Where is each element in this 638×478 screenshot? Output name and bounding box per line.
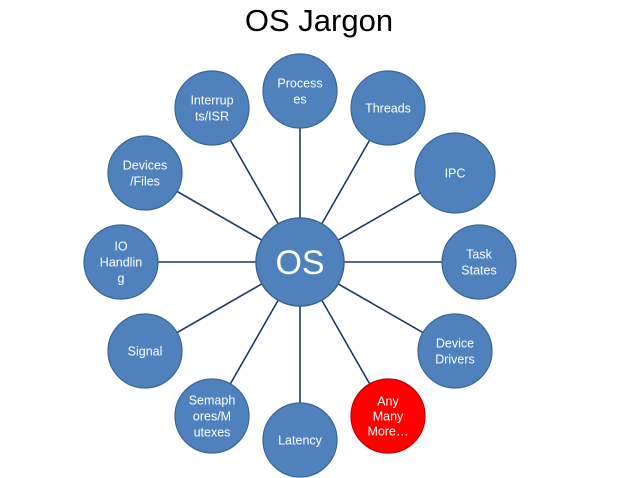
node-interrupts-isr-circle [174, 70, 250, 146]
node-interrupts-isr: Interrup ts/ISR [174, 70, 250, 146]
node-ipc-circle [414, 132, 496, 214]
node-any-many-more-label-line-1: Any [377, 395, 399, 409]
node-io-handling: IO Handlin g [83, 224, 159, 300]
node-ipc-label-line-1: IPC [445, 167, 466, 181]
node-semaphores-label-line-3: utexes [194, 426, 231, 440]
node-any-many-more: AnyManyMore… [350, 378, 426, 454]
node-processes-label-line-2: es [293, 93, 306, 107]
node-task-states-circle [441, 224, 517, 300]
node-any-many-more-label-line-2: Many [373, 410, 404, 424]
node-devices-files-circle [107, 135, 183, 211]
node-signal-circle [107, 313, 183, 389]
node-task-states-label-line-1: Task [466, 248, 492, 262]
node-interrupts-isr-label-line-1: Interrup [190, 94, 233, 108]
node-processes: Process es [262, 53, 338, 129]
node-task-states-label-line-2: States [461, 264, 496, 278]
hub-os-circle [255, 217, 345, 307]
node-io-handling-label-line-1: IO [114, 240, 127, 254]
node-semaphores: Semaph ores/M utexes [174, 378, 250, 454]
node-latency: Latency [262, 402, 338, 478]
node-semaphores-circle [174, 378, 250, 454]
node-io-handling-label-line-3: g [118, 272, 125, 286]
node-devices-files-label-line-1: Devices [123, 159, 167, 173]
node-io-handling-label-line-2: Handlin [100, 256, 142, 270]
node-signal: Signal [107, 313, 183, 389]
node-interrupts-isr-label-line-2: ts/ISR [195, 110, 229, 124]
hub-os-label-line-1: OS [275, 244, 324, 282]
node-signal-label-line-1: Signal [128, 345, 163, 359]
node-semaphores-label-line-2: ores/M [193, 410, 231, 424]
node-latency-circle [262, 402, 338, 478]
node-devices-files: Devices/Files [107, 135, 183, 211]
node-device-drivers-circle [417, 313, 493, 389]
node-processes-circle [262, 53, 338, 129]
node-any-many-more-label-line-3: More… [368, 425, 409, 439]
node-threads-circle [350, 70, 426, 146]
node-ipc: IPC [414, 132, 496, 214]
hub: OS [255, 217, 345, 307]
node-device-drivers-label-line-1: Device [436, 337, 474, 351]
node-semaphores-label-line-1: Semaph [189, 394, 236, 408]
node-device-drivers-label-line-2: Drivers [435, 353, 475, 367]
node-threads-label-line-1: Threads [365, 102, 411, 116]
node-io-handling-circle [83, 224, 159, 300]
node-latency-label-line-1: Latency [278, 434, 323, 448]
node-threads: Threads [350, 70, 426, 146]
node-any-many-more-circle [350, 378, 426, 454]
node-devices-files-label-line-2: /Files [130, 175, 160, 189]
page-title: OS Jargon [244, 3, 394, 38]
node-processes-label-line-1: Process [277, 77, 322, 91]
